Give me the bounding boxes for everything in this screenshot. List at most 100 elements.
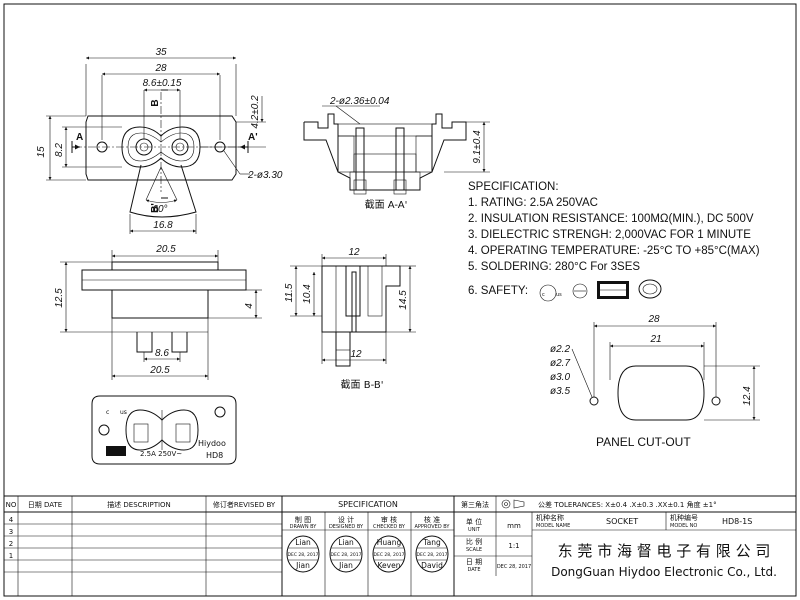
date-label-en: DATE: [467, 567, 480, 573]
company-name-en: DongGuan Hiydoo Electronic Co., Ltd.: [551, 565, 777, 579]
spec-item-5: 5. SOLDERING: 280°C For 3SES: [468, 261, 640, 273]
role-approved: 核 准: [424, 515, 440, 524]
dim-20-5-bottom-label: 20.5: [149, 365, 170, 376]
date-label: 日 期: [466, 558, 482, 566]
dim-12-top-label: 12: [348, 247, 360, 258]
top-view: 35 28 8.6±0.15 B B' 15 8.2 A A' 4.2±0.2: [36, 47, 283, 234]
dim-14-5-label: 14.5: [398, 290, 409, 310]
cutout-shape: [617, 365, 705, 421]
dim-4-label: 4: [244, 303, 255, 309]
front-view: 20.5 12.5 4 8.6 20.5: [54, 244, 262, 380]
spec-item-2: 2. INSULATION RESISTANCE: 100MΩ(MIN.), D…: [468, 213, 754, 225]
dim-9-1-label: 9.1±0.4: [472, 130, 483, 164]
dim-cutout-28-label: 28: [647, 314, 660, 325]
dim-35-label: 35: [155, 47, 167, 58]
role-designed: 设 计: [338, 515, 354, 524]
svg-text:Keven: Keven: [378, 561, 401, 570]
title-block: NO 日期 DATE 描述 DESCRIPTION 修订者REVISED BY …: [4, 495, 796, 596]
role-drawn-en: DRAWN BY: [290, 524, 318, 530]
cutout-hole-right: [711, 396, 721, 406]
stamp-designed: Lian DEC 28, 2017 Jian: [329, 535, 363, 573]
dim-10-4-label: 10.4: [302, 284, 313, 304]
svg-text:David: David: [421, 561, 443, 570]
svg-text:Tang: Tang: [422, 538, 441, 547]
model-name: SOCKET: [606, 517, 638, 526]
dim-12-bottom-label: 12: [350, 349, 362, 360]
rev-row-1: 1: [9, 552, 13, 560]
hole-dim-2-7: ø2.7: [550, 358, 570, 369]
cutout-hole-left: [589, 396, 599, 406]
rev-row-3: 3: [9, 528, 13, 536]
stamp-approved: Tang DEC 28, 2017 David: [415, 535, 449, 573]
hole-dim-2-2: ø2.2: [550, 344, 570, 355]
svg-text:DEC 28, 2017: DEC 28, 2017: [374, 552, 405, 558]
stamp-checked: Huang DEC 28, 2017 Keven: [372, 535, 406, 573]
company-name-cn: 东 莞 市 海 督 电 子 有 限 公 司: [558, 542, 771, 560]
model-name-label: 机种名称: [536, 513, 564, 522]
model-name-label-en: MODEL NAME: [536, 523, 570, 529]
dim-15-label: 15: [36, 146, 47, 158]
scale-label: 比 例: [466, 537, 482, 546]
scale-value: 1:1: [508, 542, 519, 550]
dim-8-2-label: 8.2: [54, 143, 65, 157]
ccc-logo-icon: [638, 279, 662, 299]
dim-8-6-front-label: 8.6: [155, 348, 169, 359]
role-approved-en: APPROVED BY: [414, 524, 450, 530]
stamp-drawn: Lian DEC 28, 2017 Jian: [286, 535, 320, 573]
rev-row-4: 4: [9, 516, 14, 524]
svg-text:us: us: [120, 409, 127, 416]
dim-20-5-top-label: 20.5: [155, 244, 176, 255]
drawing-frame: [3, 3, 797, 597]
dim-16-8-label: 16.8: [153, 220, 173, 231]
section-bb: 12 11.5 10.4 14.5 12 截面 B-B': [284, 247, 416, 391]
tolerances-text: 公差 TOLERANCES: X±0.4 .X±0.3 .XX±0.1 角度 ±…: [538, 500, 717, 509]
product-model: HD8: [206, 451, 223, 460]
panel-cutout: 28 21 12.4 ø2.2 ø2.7 ø3.0 ø3.5 PANEL CUT…: [550, 314, 760, 449]
dim-60-label: 60°: [152, 204, 167, 215]
spec-item-4: 4. OPERATING TEMPERATURE: -25°C TO +85°C…: [468, 245, 760, 257]
dim-cutout-12-4-label: 12.4: [742, 386, 753, 406]
date-value: DEC 28, 2017: [497, 564, 531, 570]
col-revised: 修订者REVISED BY: [213, 500, 276, 509]
col-specification: SPECIFICATION: [338, 500, 398, 509]
third-angle-projection-icon: [501, 499, 525, 509]
section-a-marker: A: [76, 132, 83, 143]
spec-item-3: 3. DIELECTRIC STRENGH: 2,000VAC FOR 1 MI…: [468, 229, 751, 241]
hole-dim-3-0: ø3.0: [550, 372, 570, 383]
scale-label-en: SCALE: [466, 547, 482, 553]
svg-text:Jian: Jian: [295, 561, 310, 570]
spec-item-6: 6. SAFETY:: [468, 285, 528, 297]
unit-label: 单 位: [466, 517, 482, 526]
unit-value: mm: [507, 522, 521, 530]
dim-11-5-label: 11.5: [284, 283, 295, 302]
svg-text:DEC 28, 2017: DEC 28, 2017: [331, 552, 362, 558]
svg-text:Lian: Lian: [338, 538, 354, 547]
rev-row-2: 2: [9, 540, 13, 548]
specification-block: SPECIFICATION: 1. RATING: 2.5A 250VAC 2.…: [468, 181, 760, 302]
dim-4-2-label: 4.2±0.2: [250, 95, 261, 129]
role-checked: 审 核: [381, 515, 397, 524]
svg-text:us: us: [556, 292, 562, 298]
col-description: 描述 DESCRIPTION: [107, 500, 171, 509]
dim-12-5-label: 12.5: [54, 288, 65, 308]
kema-keur-logo-icon: [597, 281, 629, 299]
pin-section-right: [395, 127, 405, 191]
role-drawn: 制 图: [295, 515, 311, 524]
dim-pins-label: 2-ø2.36±0.04: [329, 96, 390, 107]
model-no-label: 机种编号: [670, 513, 698, 522]
product-rating: 2.5A 250V~: [140, 450, 182, 458]
role-checked-en: CHECKED BY: [373, 524, 406, 530]
svg-text:Lian: Lian: [295, 538, 311, 547]
section-b-marker: B: [150, 99, 161, 106]
col-date: 日期 DATE: [28, 501, 62, 509]
section-a-prime-marker: A': [248, 132, 258, 143]
dim-cutout-21-label: 21: [649, 334, 661, 345]
section-aa-caption: 截面 A-A': [365, 198, 408, 211]
model-no: HD8-1S: [722, 517, 752, 526]
section-aa: 2-ø2.36±0.04 9.1±0.4 截面 A-A': [303, 96, 490, 211]
role-designed-en: DESIGNED BY: [329, 524, 364, 530]
svg-text:c: c: [542, 292, 545, 298]
product-view: c us 2.5A 250V~ Hiydoo HD8: [91, 395, 237, 465]
pin-section-left: [355, 127, 365, 191]
dim-28-label: 28: [154, 63, 167, 74]
